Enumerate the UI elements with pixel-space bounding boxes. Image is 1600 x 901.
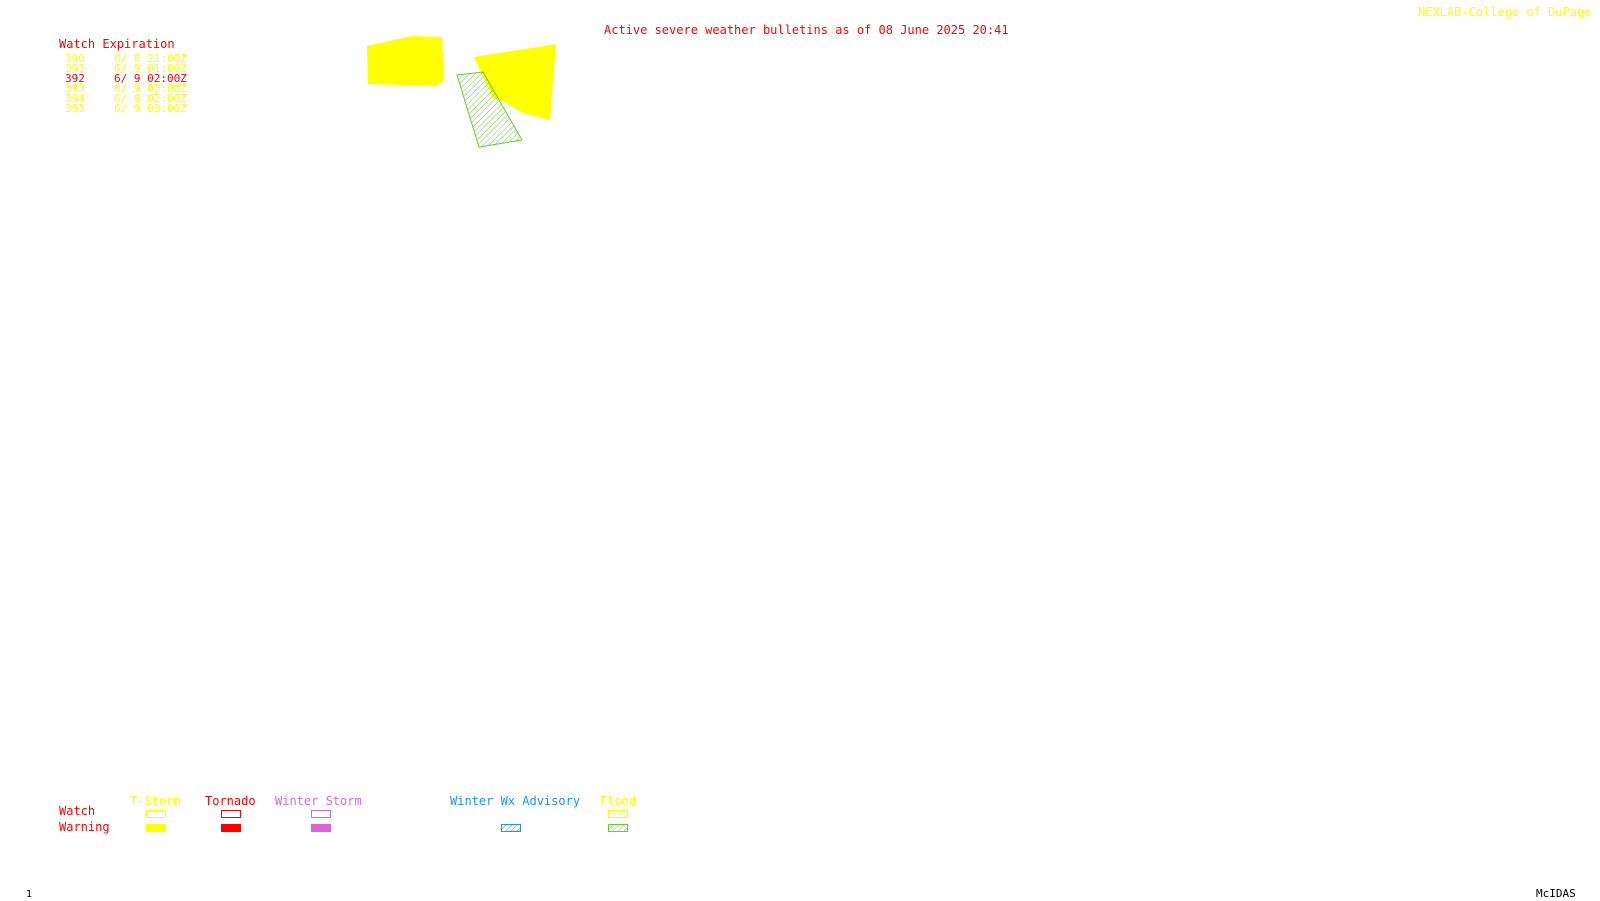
watch-expiration-heading: Watch Expiration [59, 37, 175, 51]
flood-warning-polygon [456, 71, 523, 148]
legend-flood-label: Flood [600, 794, 637, 808]
watch-expiration-time: 6/ 9 02:00Z [114, 82, 187, 95]
watch-id: 394 [65, 92, 85, 105]
legend-tstorm-warning-swatch [146, 824, 166, 832]
legend-tornado-watch-swatch [221, 810, 241, 818]
watch-expiration-time: 6/ 9 01:00Z [114, 62, 187, 75]
watch-expiration-time: 6/ 9 02:00Z [114, 92, 187, 105]
bulletin-title: Active severe weather bulletins as of 08… [604, 23, 1009, 37]
watch-id: 391 [65, 62, 85, 75]
legend-tornado-label: Tornado [205, 794, 256, 808]
legend-winter-storm-warning-swatch [311, 824, 331, 832]
watch-id: 392 [65, 72, 85, 85]
legend-winter-storm-label: Winter Storm [275, 794, 362, 808]
legend-flood-warning-swatch [608, 824, 628, 832]
legend-tornado-warning-swatch [221, 824, 241, 832]
legend-winter-wx-advisory-label: Winter Wx Advisory [450, 794, 581, 808]
tstorm-warning-polygon-west [367, 36, 444, 86]
watch-id: 393 [65, 82, 85, 95]
legend-flood-watch-swatch [608, 810, 628, 818]
legend-tstorm-label: T-Storm [130, 794, 181, 808]
legend-winter-storm-watch-swatch [311, 810, 331, 818]
watch-expiration-time: 6/ 8 21:00Z [114, 52, 187, 65]
watch-expiration-time: 6/ 9 02:00Z [114, 72, 187, 85]
legend-watch-label: Watch [59, 804, 96, 818]
watch-id: 390 [65, 52, 85, 65]
legend-winter-wx-advisory-swatch [501, 824, 521, 832]
nexlab-credit: NEXLAB-College of DuPage [1418, 5, 1592, 19]
frame-number: 1 [26, 889, 33, 900]
watch-id: 395 [65, 102, 85, 115]
software-label: McIDAS [1536, 887, 1576, 900]
legend-warning-label: Warning [59, 820, 110, 834]
legend-tstorm-watch-swatch [146, 810, 166, 818]
watch-expiration-time: 6/ 9 03:00Z [114, 102, 187, 115]
tstorm-warning-polygon-east [474, 44, 556, 120]
